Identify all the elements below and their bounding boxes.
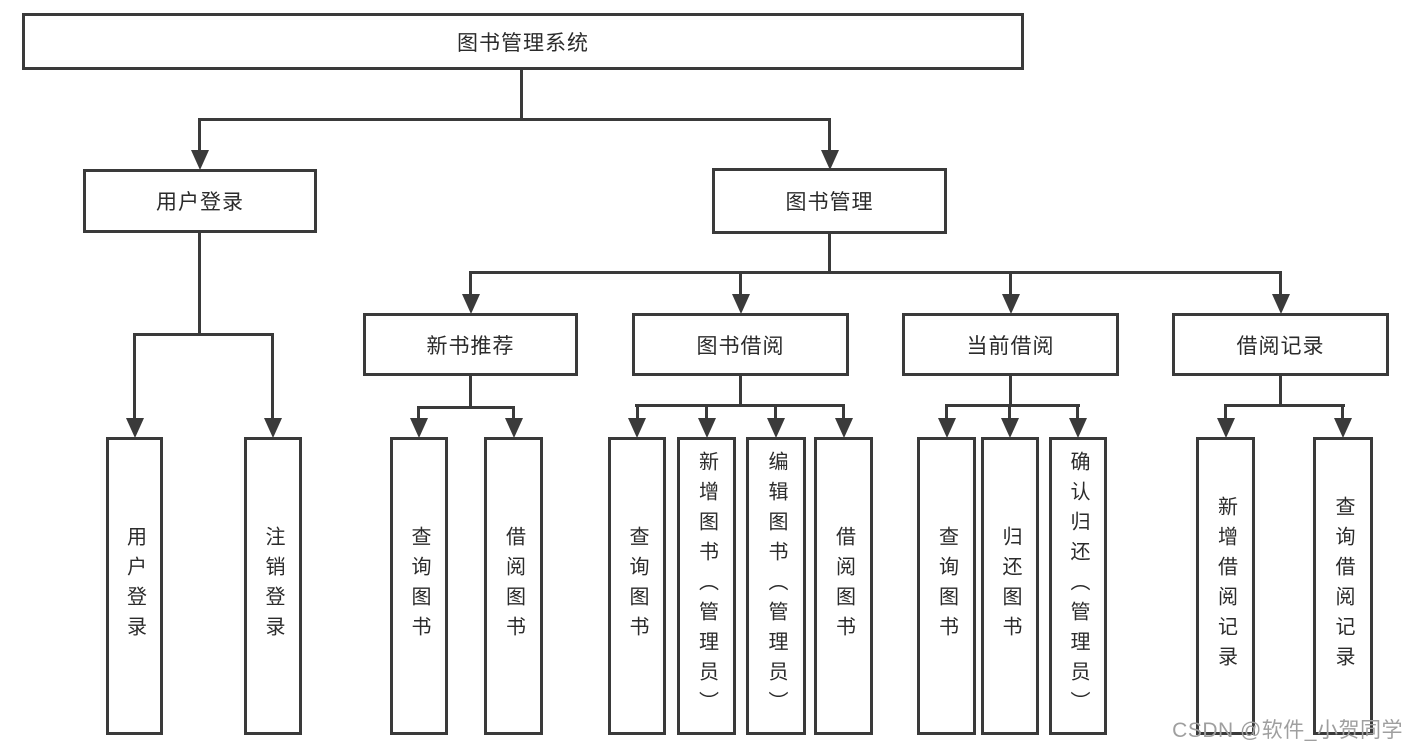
leaf-recommend-query-books-label: 查询图书 xyxy=(408,526,430,646)
node-new-book-recommend-label: 新书推荐 xyxy=(426,334,515,358)
node-root-label: 图书管理系统 xyxy=(457,31,589,55)
node-borrow-records-label: 借阅记录 xyxy=(1236,334,1325,358)
arrow-down-icon xyxy=(628,418,646,438)
connector-user-login-stem xyxy=(198,231,201,336)
leaf-current-query-books-label: 查询图书 xyxy=(935,526,958,646)
arrow-down-icon xyxy=(1002,294,1020,314)
node-book-management-label: 图书管理 xyxy=(785,191,874,214)
leaf-return-books: 归还图书 xyxy=(981,437,1039,735)
leaf-confirm-return-admin-label: 确认归还（管理员） xyxy=(1067,451,1089,721)
node-current-borrow: 当前借阅 xyxy=(902,313,1119,376)
leaf-edit-books-admin-label: 编辑图书（管理员） xyxy=(765,451,787,721)
arrow-down-icon xyxy=(1217,418,1235,438)
arrow-down-icon xyxy=(1001,418,1019,438)
connector-user-login-drop xyxy=(198,120,201,154)
connector-drop xyxy=(417,408,420,422)
connector-drop xyxy=(842,406,845,420)
connector-root-stem xyxy=(520,68,523,121)
arrow-down-icon xyxy=(821,150,839,170)
arrow-down-icon xyxy=(410,418,428,438)
connector-book-mgmt-drop xyxy=(828,120,831,154)
arrow-down-icon xyxy=(698,418,716,438)
connector-recommend-stem xyxy=(469,374,472,409)
connector-drop xyxy=(1009,273,1012,297)
leaf-user-login: 用户登录 xyxy=(106,437,163,735)
leaf-borrow-books-label: 借阅图书 xyxy=(832,526,855,646)
connector-drop xyxy=(512,408,515,422)
leaf-recommend-borrow-books: 借阅图书 xyxy=(484,437,543,735)
connector-book-mgmt-stem xyxy=(828,232,831,274)
connector-drop xyxy=(1008,406,1011,420)
node-new-book-recommend: 新书推荐 xyxy=(363,313,578,376)
connector-book-mgmt-bus xyxy=(469,271,1282,274)
leaf-query-borrow-record-label: 查询借阅记录 xyxy=(1332,496,1354,676)
leaf-add-books-admin: 新增图书（管理员） xyxy=(677,437,736,735)
leaf-add-books-admin-label: 新增图书（管理员） xyxy=(695,451,718,721)
connector-drop xyxy=(1224,406,1227,420)
arrow-down-icon xyxy=(191,150,209,170)
arrow-down-icon xyxy=(126,418,144,438)
arrow-down-icon xyxy=(732,294,750,314)
connector-drop xyxy=(1279,273,1282,297)
arrow-down-icon xyxy=(505,418,523,438)
connector-user-login-bus xyxy=(133,333,274,336)
connector-drop xyxy=(774,406,777,420)
connector-records-bus xyxy=(1224,404,1345,407)
connector-drop xyxy=(705,406,708,420)
node-current-borrow-label: 当前借阅 xyxy=(966,334,1055,358)
connector-borrow-stem xyxy=(739,374,742,407)
arrow-down-icon xyxy=(1069,418,1087,438)
connector-drop xyxy=(636,406,639,420)
node-user-login-label: 用户登录 xyxy=(156,191,244,214)
arrow-down-icon xyxy=(938,418,956,438)
node-borrow-records: 借阅记录 xyxy=(1172,313,1389,376)
connector-borrow-bus xyxy=(635,404,845,407)
node-root: 图书管理系统 xyxy=(22,13,1024,70)
connector-recommend-bus xyxy=(417,406,515,409)
arrow-down-icon xyxy=(835,418,853,438)
node-book-borrow: 图书借阅 xyxy=(632,313,849,376)
leaf-add-borrow-record: 新增借阅记录 xyxy=(1196,437,1255,735)
connector-root-bus xyxy=(198,118,831,121)
leaf-recommend-query-books: 查询图书 xyxy=(390,437,448,735)
leaf-query-borrow-record: 查询借阅记录 xyxy=(1313,437,1373,735)
leaf-logout-label: 注销登录 xyxy=(262,526,284,646)
connector-records-stem xyxy=(1279,374,1282,407)
leaf-user-login-label: 用户登录 xyxy=(123,526,146,646)
arrow-down-icon xyxy=(767,418,785,438)
leaf-borrow-books: 借阅图书 xyxy=(814,437,873,735)
connector-current-stem xyxy=(1009,374,1012,407)
arrow-down-icon xyxy=(1272,294,1290,314)
node-book-borrow-label: 图书借阅 xyxy=(696,334,785,358)
connector-drop xyxy=(1341,406,1344,420)
arrow-down-icon xyxy=(264,418,282,438)
node-user-login: 用户登录 xyxy=(83,169,317,233)
csdn-watermark: CSDN @软件_小贺同学 xyxy=(1172,719,1403,742)
leaf-current-query-books: 查询图书 xyxy=(917,437,976,735)
connector-drop xyxy=(469,273,472,297)
arrow-down-icon xyxy=(1334,418,1352,438)
connector-drop xyxy=(133,335,136,422)
arrow-down-icon xyxy=(462,294,480,314)
leaf-recommend-borrow-books-label: 借阅图书 xyxy=(502,526,525,646)
leaf-borrow-query-books: 查询图书 xyxy=(608,437,666,735)
leaf-borrow-query-books-label: 查询图书 xyxy=(626,526,648,646)
connector-drop xyxy=(739,273,742,297)
leaf-return-books-label: 归还图书 xyxy=(999,526,1021,646)
connector-current-bus xyxy=(945,404,1080,407)
leaf-edit-books-admin: 编辑图书（管理员） xyxy=(746,437,806,735)
connector-drop xyxy=(1076,406,1079,420)
leaf-add-borrow-record-label: 新增借阅记录 xyxy=(1214,496,1237,676)
connector-drop xyxy=(945,406,948,420)
leaf-confirm-return-admin: 确认归还（管理员） xyxy=(1049,437,1107,735)
connector-drop xyxy=(271,335,274,422)
leaf-logout: 注销登录 xyxy=(244,437,302,735)
node-book-management: 图书管理 xyxy=(712,168,947,234)
